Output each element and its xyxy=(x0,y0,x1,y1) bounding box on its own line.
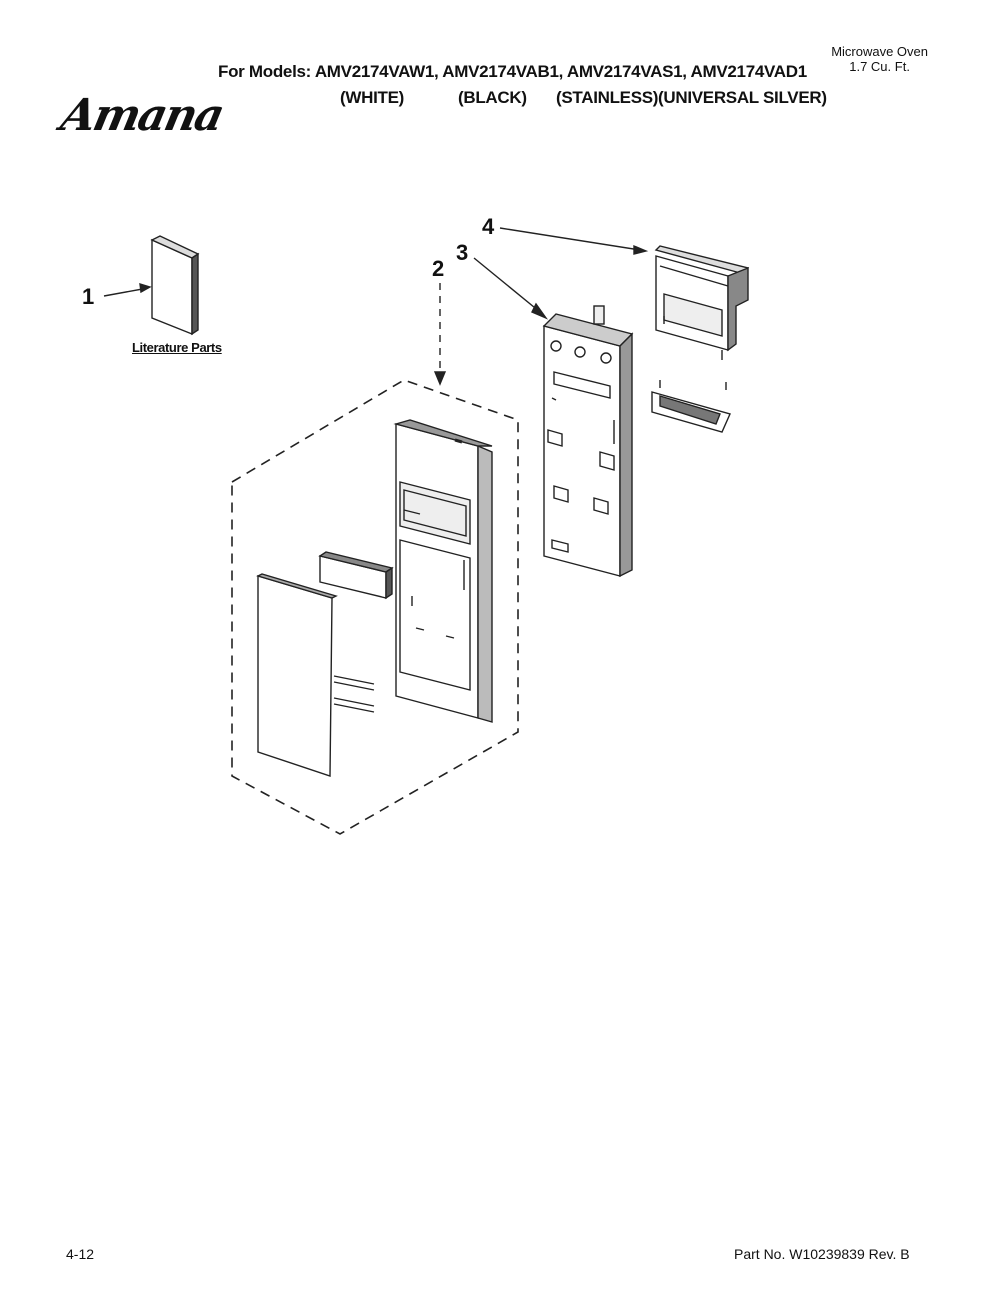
panel-bracket xyxy=(542,305,634,578)
leader-line-4 xyxy=(499,227,641,251)
product-info: Microwave Oven 1.7 Cu. Ft. xyxy=(831,44,928,74)
leader-line-3 xyxy=(473,257,541,313)
product-type: Microwave Oven xyxy=(831,44,928,59)
arrowhead-4 xyxy=(633,244,649,255)
variant-universal-silver: (UNIVERSAL SILVER) xyxy=(658,88,827,107)
membrane-overlay xyxy=(256,573,338,777)
strip-upper-edge xyxy=(333,681,375,691)
upper-bracket xyxy=(654,245,750,360)
control-panel xyxy=(393,419,493,723)
display-window xyxy=(318,551,394,600)
callout-2: 2 xyxy=(432,256,445,281)
arrowhead-2 xyxy=(433,371,447,386)
hinge-piece xyxy=(651,380,731,433)
arrowhead-3 xyxy=(531,302,549,320)
callout-4: 4 xyxy=(482,214,495,239)
variant-black: (BLACK) xyxy=(458,88,527,107)
literature-booklet xyxy=(150,235,200,336)
part-number: Part No. W10239839 Rev. B xyxy=(734,1246,910,1262)
assembly-group-outline xyxy=(231,379,519,835)
variant-stainless: (STAINLESS) xyxy=(556,88,659,107)
page-number: 4-12 xyxy=(66,1246,95,1262)
strip-lower-edge xyxy=(333,703,375,713)
variant-white: (WHITE) xyxy=(340,88,404,107)
literature-parts-label: Literature Parts xyxy=(132,340,222,355)
strip-upper xyxy=(333,675,375,685)
capacity: 1.7 Cu. Ft. xyxy=(849,59,910,74)
models-line: For Models: AMV2174VAW1, AMV2174VAB1, AM… xyxy=(218,62,807,81)
strip-lower xyxy=(333,697,375,707)
callout-3: 3 xyxy=(456,240,469,265)
arrowhead-1 xyxy=(139,283,152,294)
callout-1: 1 xyxy=(82,284,95,309)
